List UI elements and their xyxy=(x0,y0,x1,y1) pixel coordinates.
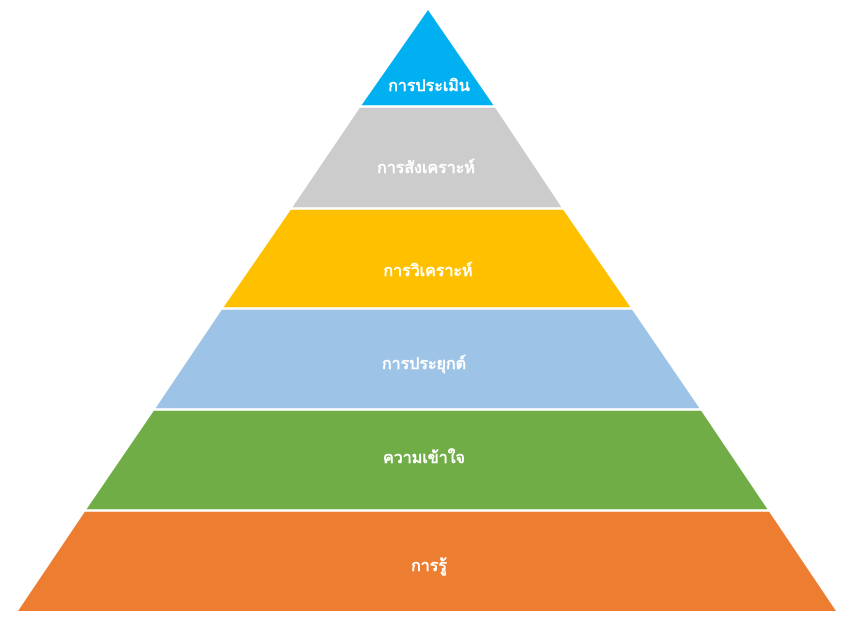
tier-label-synthesis: การสังเคราะห์ xyxy=(377,158,475,177)
tier-knowledge xyxy=(18,510,836,611)
tier-synthesis xyxy=(292,106,562,208)
tier-label-analysis: การวิเคราะห์ xyxy=(383,261,472,280)
tier-analysis xyxy=(223,208,631,308)
tier-separators xyxy=(84,105,770,512)
tier-label-application: การประยุกต์ xyxy=(382,354,466,374)
tier-application xyxy=(155,308,700,409)
tier-label-knowledge: การรู้ xyxy=(411,556,447,577)
tier-label-comprehension: ความเข้าใจ xyxy=(383,448,465,467)
tier-evaluation xyxy=(361,10,494,106)
tier-label-evaluation: การประเมิน xyxy=(388,76,470,95)
tier-comprehension xyxy=(86,409,768,510)
